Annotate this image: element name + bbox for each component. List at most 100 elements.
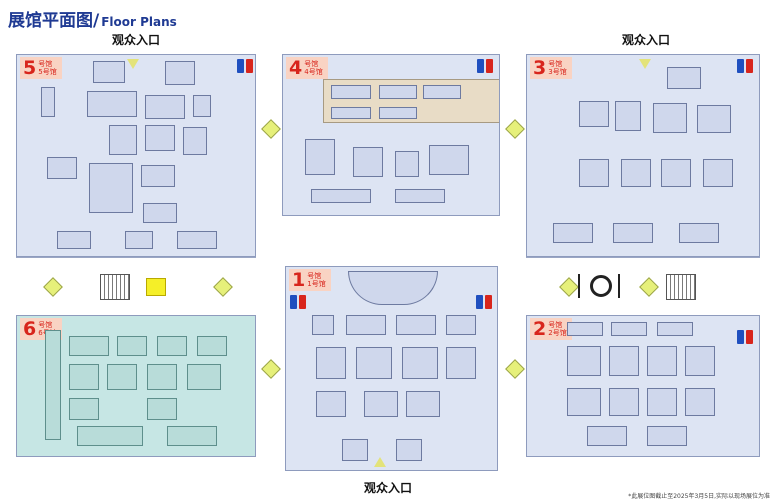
booth[interactable]	[567, 346, 601, 376]
booth[interactable]	[647, 388, 677, 416]
booth[interactable]	[57, 231, 91, 249]
booth[interactable]	[117, 336, 147, 356]
booth[interactable]	[396, 439, 422, 461]
booth[interactable]	[316, 391, 346, 417]
booth[interactable]	[125, 231, 153, 249]
entrance-label-bottom: 观众入口	[364, 481, 413, 495]
entry-arrow-icon	[127, 59, 139, 69]
booth[interactable]	[567, 322, 603, 336]
arrow-icon	[505, 119, 525, 139]
booth[interactable]	[89, 163, 133, 213]
booth[interactable]	[183, 127, 207, 155]
booth[interactable]	[77, 426, 143, 446]
booth[interactable]	[143, 203, 177, 223]
booth[interactable]	[93, 61, 125, 83]
booth[interactable]	[423, 85, 461, 99]
arrow-icon	[43, 277, 63, 297]
booth[interactable]	[165, 61, 195, 85]
booth[interactable]	[406, 391, 440, 417]
booth[interactable]	[47, 157, 77, 179]
booth[interactable]	[141, 165, 175, 187]
booth[interactable]	[41, 87, 55, 117]
booth[interactable]	[579, 101, 609, 127]
booth[interactable]	[331, 85, 371, 99]
booth[interactable]	[69, 364, 99, 390]
booth[interactable]	[145, 95, 185, 119]
booth[interactable]	[69, 398, 99, 420]
booth[interactable]	[613, 223, 653, 243]
stairs-icon	[100, 274, 130, 300]
booth[interactable]	[703, 159, 733, 187]
booth[interactable]	[316, 347, 346, 379]
booth[interactable]	[109, 125, 137, 155]
booth[interactable]	[653, 103, 687, 133]
booth[interactable]	[379, 107, 417, 119]
arrow-icon	[213, 277, 233, 297]
booth[interactable]	[353, 147, 383, 177]
booth[interactable]	[667, 67, 701, 89]
booth[interactable]	[187, 364, 221, 390]
booth[interactable]	[579, 159, 609, 187]
booth[interactable]	[364, 391, 398, 417]
booth[interactable]	[107, 364, 137, 390]
booth[interactable]	[87, 91, 137, 117]
booth[interactable]	[587, 426, 627, 446]
booth[interactable]	[305, 139, 335, 175]
booth[interactable]	[402, 347, 438, 379]
booth[interactable]	[396, 315, 436, 335]
booth[interactable]	[331, 107, 371, 119]
booth[interactable]	[621, 159, 651, 187]
booth[interactable]	[661, 159, 691, 187]
entry-arrow-icon	[374, 457, 386, 467]
booth[interactable]	[157, 336, 187, 356]
booth[interactable]	[446, 315, 476, 335]
booth[interactable]	[167, 426, 217, 446]
restroom-icon	[737, 330, 755, 344]
booth[interactable]	[611, 322, 647, 336]
booth[interactable]	[342, 439, 368, 461]
booth[interactable]	[647, 346, 677, 376]
knife-icon	[618, 274, 620, 298]
booth[interactable]	[567, 388, 601, 416]
booth[interactable]	[356, 347, 392, 379]
booth[interactable]	[69, 336, 109, 356]
booth[interactable]	[379, 85, 417, 99]
booth[interactable]	[609, 388, 639, 416]
booth[interactable]	[346, 315, 386, 335]
booth[interactable]	[553, 223, 593, 243]
booth[interactable]	[197, 336, 227, 356]
booth[interactable]	[45, 330, 61, 440]
booth[interactable]	[657, 322, 693, 336]
entrance-label-top-left: 观众入口	[112, 33, 161, 47]
booth[interactable]	[348, 271, 438, 305]
booth[interactable]	[312, 315, 334, 335]
booth[interactable]	[609, 346, 639, 376]
booth[interactable]	[647, 426, 687, 446]
booth[interactable]	[679, 223, 719, 243]
booth[interactable]	[395, 189, 445, 203]
corridor-right	[526, 257, 760, 317]
booth[interactable]	[147, 398, 177, 420]
booth[interactable]	[615, 101, 641, 131]
booth[interactable]	[685, 388, 715, 416]
arrow-icon	[261, 359, 281, 379]
booth[interactable]	[446, 347, 476, 379]
booth[interactable]	[697, 105, 731, 133]
booth[interactable]	[177, 231, 217, 249]
booth[interactable]	[145, 125, 175, 151]
booth[interactable]	[193, 95, 211, 117]
booth[interactable]	[429, 145, 469, 175]
booth[interactable]	[395, 151, 419, 177]
booth[interactable]	[685, 346, 715, 376]
booth[interactable]	[147, 364, 177, 390]
booth[interactable]	[311, 189, 371, 203]
